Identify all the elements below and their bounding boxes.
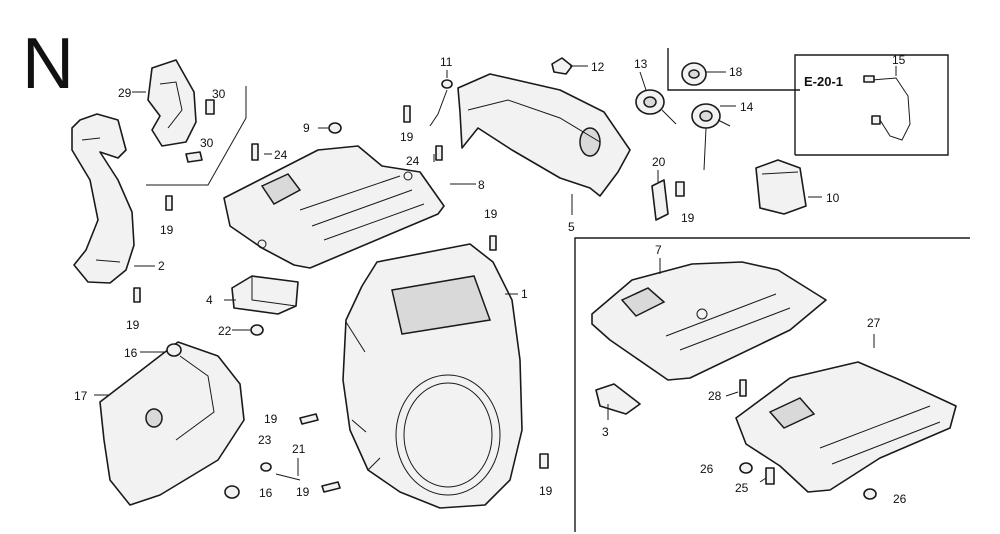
callout-10: 10 [826, 191, 840, 205]
callout-25: 25 [735, 481, 749, 495]
callout-19-g: 19 [539, 484, 553, 498]
reference-frame [794, 54, 949, 156]
callout-19-c: 19 [400, 130, 414, 144]
callout-23: 23 [258, 433, 272, 447]
callout-19-e: 19 [264, 412, 278, 426]
callout-5: 5 [568, 220, 575, 234]
fan-cover-part-1 [342, 243, 523, 509]
leader-lines [94, 65, 897, 483]
duct-cover-part-5 [457, 73, 631, 197]
block-part-4 [231, 275, 299, 315]
callout-18: 18 [729, 65, 743, 79]
baffle-part-27 [735, 361, 957, 493]
callout-26-b: 26 [893, 492, 907, 506]
callout-13: 13 [634, 57, 648, 71]
callout-28: 28 [708, 389, 722, 403]
side-shroud-part-2 [71, 113, 135, 284]
callout-11: 11 [440, 55, 453, 69]
bolt-part-19-a [165, 195, 173, 211]
wire-part-15 [863, 75, 911, 141]
clip-part-12 [551, 57, 573, 75]
bolt-part-24-b [435, 145, 443, 161]
nut-part-26-b [863, 488, 877, 500]
bracket-part-29 [147, 59, 197, 147]
upper-baffle-part-8 [223, 145, 445, 269]
callout-24-b: 24 [406, 154, 420, 168]
reference-link[interactable]: E-20-1 [804, 74, 843, 89]
callout-22: 22 [218, 324, 232, 338]
callout-4: 4 [206, 293, 213, 307]
nut-part-9 [328, 122, 342, 134]
callout-27: 27 [867, 316, 881, 330]
plate-part-3 [595, 383, 641, 415]
washer-part-23 [260, 462, 272, 472]
callout-17: 17 [74, 389, 88, 403]
callout-29: 29 [118, 86, 132, 100]
inset-frame-13-18 [667, 48, 800, 91]
callout-19-f: 19 [296, 485, 310, 499]
bolt-part-24-a [251, 143, 259, 161]
grommet-part-13 [635, 89, 677, 125]
callout-12: 12 [591, 60, 605, 74]
bolt-part-19-g [539, 453, 549, 469]
module-part-10 [755, 159, 807, 215]
clamp-part-20 [651, 179, 669, 221]
bolt-part-19-c [403, 105, 411, 123]
callout-21: 21 [292, 442, 306, 456]
bolt-part-19-e [299, 413, 319, 425]
baffle-part-7 [591, 261, 827, 381]
bracket-frame-29 [146, 86, 247, 186]
callout-26-a: 26 [700, 462, 714, 476]
section-letter: N [22, 24, 74, 104]
callout-8: 8 [478, 178, 485, 192]
collar-part-16-lower [224, 485, 240, 499]
collar-part-16-upper [166, 343, 182, 357]
grommet-part-18 [681, 62, 707, 86]
callout-19-b: 19 [126, 318, 140, 332]
bolt-part-19-h [675, 181, 685, 197]
callout-19-h: 19 [681, 211, 695, 225]
callout-2: 2 [158, 259, 165, 273]
bolt-part-25 [765, 467, 775, 485]
callout-20: 20 [652, 155, 666, 169]
callout-1: 1 [521, 287, 528, 301]
callout-7: 7 [655, 243, 662, 257]
callout-9: 9 [303, 121, 310, 135]
callout-15: 15 [892, 53, 906, 67]
cable-part-11 [429, 79, 453, 127]
callout-30-a: 30 [212, 87, 226, 101]
bolt-part-19-d [489, 235, 497, 251]
callout-30-b: 30 [200, 136, 214, 150]
callout-3: 3 [602, 425, 609, 439]
callout-19-a: 19 [160, 223, 174, 237]
lower-shroud-part-17 [99, 341, 245, 506]
nut-part-22 [250, 324, 264, 336]
variant-frame [574, 237, 970, 532]
bolt-part-30-a [205, 99, 215, 115]
bolt-part-30-b [185, 151, 203, 163]
bolt-part-28 [739, 379, 747, 397]
callout-19-d: 19 [484, 207, 498, 221]
callout-14: 14 [740, 100, 754, 114]
bolt-part-19-b [133, 287, 141, 303]
callout-16-lower: 16 [259, 486, 273, 500]
bolt-part-19-f [321, 481, 341, 493]
stud-part-21 [275, 473, 301, 481]
switch-part-14 [691, 103, 731, 171]
nut-part-26-a [739, 462, 753, 474]
callout-16-upper: 16 [124, 346, 138, 360]
callout-24-a: 24 [274, 148, 288, 162]
